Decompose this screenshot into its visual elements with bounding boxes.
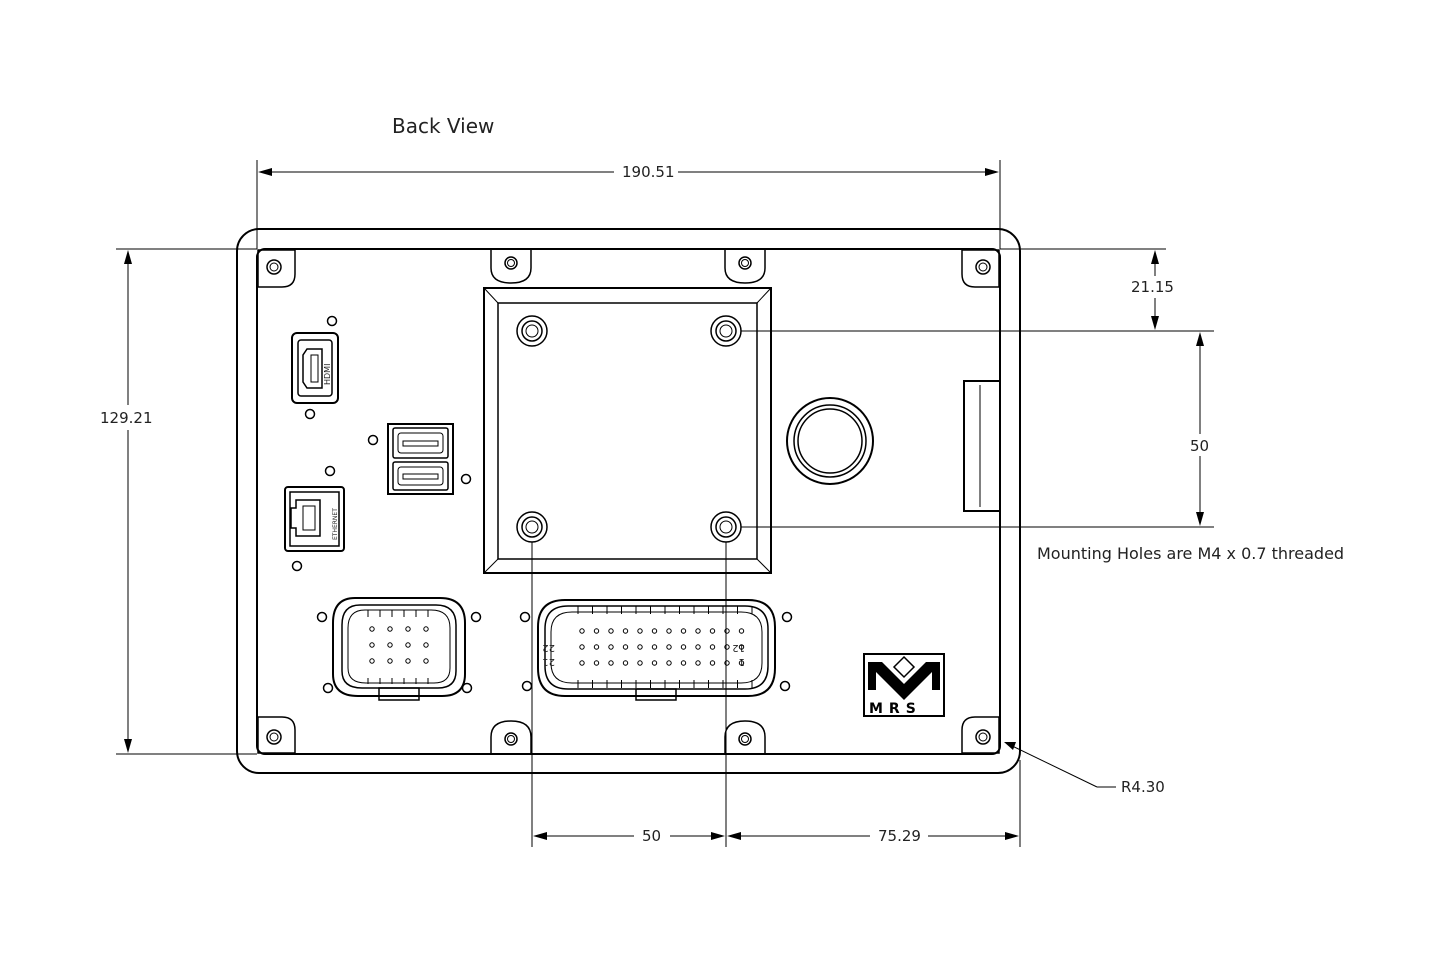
connector-pin (709, 660, 716, 666)
pin-label-21: 21 (542, 656, 555, 667)
mounting-plate (483, 287, 772, 574)
mounting-hole (710, 315, 742, 347)
dim-overall-height: 129.21 (100, 409, 153, 427)
connector-pin (608, 660, 614, 666)
connector-pin (593, 644, 600, 650)
connector-pin (405, 658, 411, 664)
connector-pin (637, 628, 643, 634)
connector-pin (423, 626, 429, 632)
connector-pin (622, 628, 629, 634)
dim-corner-radius: R4.30 (1121, 778, 1165, 796)
mrs-logo: MRS (863, 653, 945, 717)
mounting-note: Mounting Holes are M4 x 0.7 threaded (1037, 544, 1344, 563)
pin-label-12: 12 (732, 642, 745, 653)
hdmi-label: HDMI (323, 364, 332, 385)
pin-label-1: 1 (739, 656, 745, 667)
connector-pin (579, 660, 585, 666)
connector-pin (579, 628, 585, 634)
dim-hole-horizontal: 50 (642, 827, 661, 845)
connector-pin (695, 644, 701, 650)
connector-pin (666, 660, 672, 666)
dimensions: 190.51 129.21 21.15 50 50 (100, 160, 1214, 847)
connector-pin (579, 644, 585, 650)
connector-pin (405, 642, 411, 648)
dim-hole-vertical: 50 (1190, 437, 1209, 455)
connector-pin (724, 628, 730, 634)
connector-pin (622, 660, 629, 666)
connector-pin (709, 644, 716, 650)
housing (236, 228, 1021, 774)
vent-port (786, 397, 874, 485)
dim-top-offset: 21.15 (1131, 278, 1174, 296)
ethernet-port: ETHERNET (284, 465, 345, 572)
connector-pin (709, 628, 716, 634)
usb-ports (367, 423, 472, 495)
logo-text: MRS (869, 701, 922, 717)
connector-40pin: 22 21 12 1 (519, 599, 793, 701)
corner-bosses (257, 249, 1000, 754)
hdmi-port: HDMI (291, 315, 339, 420)
connector-pin (608, 628, 614, 634)
connector-pin (651, 628, 658, 634)
connector-pin (738, 660, 745, 666)
mounting-hole (710, 511, 742, 543)
connector-pin (387, 626, 393, 632)
mounting-holes (516, 315, 742, 543)
connector-pin (651, 660, 658, 666)
edge-bosses (490, 250, 766, 753)
connector-pin (387, 642, 393, 648)
connector-pin (695, 628, 701, 634)
pin-label-22: 22 (542, 642, 555, 653)
connector-pin (423, 658, 429, 664)
view-title: Back View (392, 114, 494, 138)
mounting-hole (516, 511, 548, 543)
connector-pin (738, 644, 745, 650)
connector-pin (695, 660, 701, 666)
connector-pin (369, 658, 375, 664)
mounting-hole (516, 315, 548, 347)
connector-pin (593, 628, 600, 634)
connector-pin (680, 628, 687, 634)
connector-pin (637, 644, 643, 650)
connector-pin (369, 626, 375, 632)
connector-pin (738, 628, 745, 634)
connector-pin (651, 644, 658, 650)
connector-pin (724, 644, 730, 650)
connector-pin (666, 628, 672, 634)
connector-pin (387, 658, 393, 664)
connector-pin (680, 660, 687, 666)
connector-pin (637, 660, 643, 666)
connector-pin (666, 644, 672, 650)
connector-pin (593, 660, 600, 666)
connector-pin (622, 644, 629, 650)
connector-pin (680, 644, 687, 650)
connector-pin (369, 642, 375, 648)
connector-pin (423, 642, 429, 648)
ethernet-label: ETHERNET (332, 508, 339, 540)
connector-12pin (316, 597, 482, 701)
connector-pin (608, 644, 614, 650)
connector-pin (724, 660, 730, 666)
dim-right-offset: 75.29 (878, 827, 921, 845)
dim-overall-width: 190.51 (622, 163, 675, 181)
connector-pin (405, 626, 411, 632)
